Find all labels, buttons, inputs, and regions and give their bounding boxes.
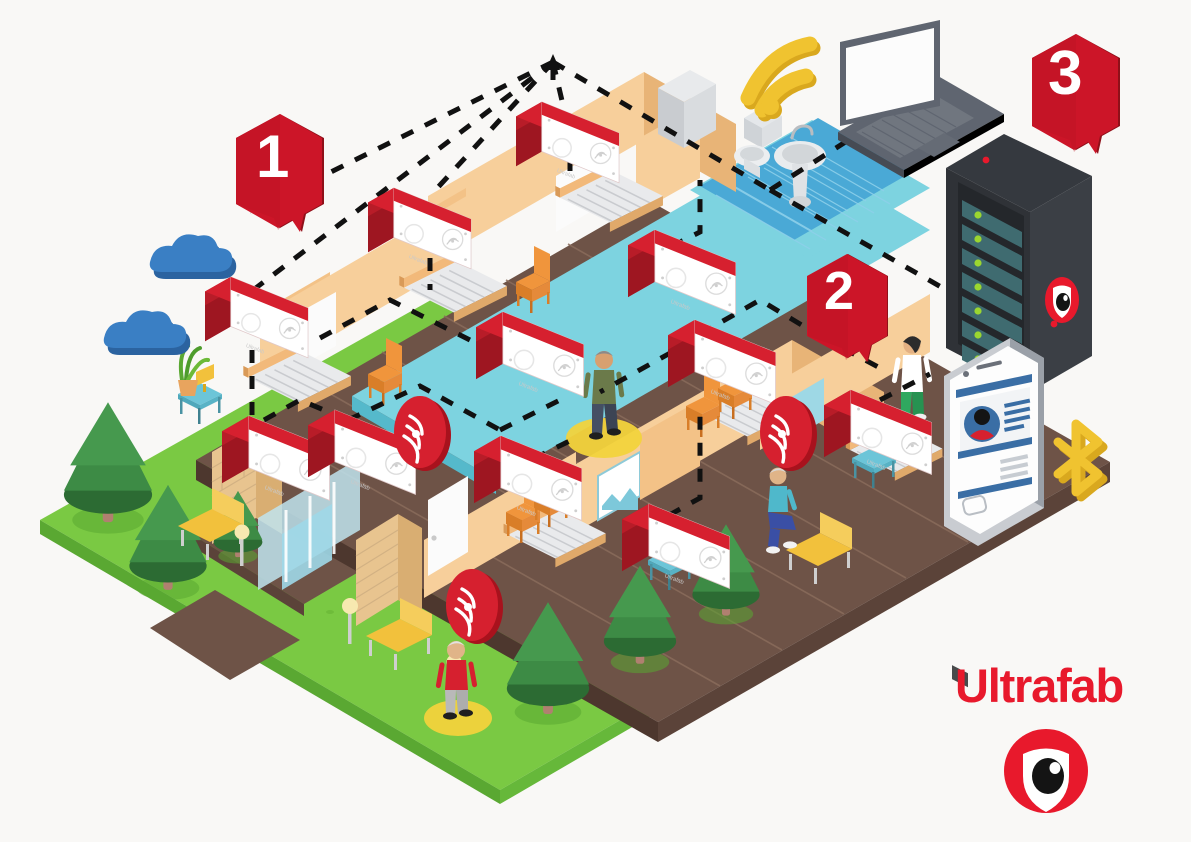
marker-1-shape xyxy=(236,114,324,232)
eye-in-shield-icon xyxy=(1004,729,1088,813)
smartphone-patient-app[interactable] xyxy=(944,338,1044,546)
lamp-post xyxy=(234,524,250,566)
lamp-post xyxy=(342,598,358,644)
brand-wordmark: Ultrafab xyxy=(955,659,1124,712)
pedestal-sink xyxy=(774,124,826,208)
eye-in-shield-logo xyxy=(1045,277,1079,323)
bedside-tables xyxy=(178,344,896,590)
person-walking-corridor xyxy=(566,351,642,458)
sensor-unit[interactable] xyxy=(204,276,309,359)
app-profile-card xyxy=(960,387,1031,455)
person-nurse xyxy=(891,336,933,423)
cloud-icon xyxy=(103,310,191,355)
bathroom-fixtures xyxy=(658,70,826,208)
server-rack[interactable] xyxy=(934,134,1112,688)
person-seated-patient xyxy=(766,467,797,554)
cloud-icon xyxy=(149,234,237,279)
laptop-dashboard[interactable] xyxy=(838,0,1004,178)
person-outdoor-resident xyxy=(424,641,492,736)
brand-logo xyxy=(1003,728,1089,814)
marker-2-shape xyxy=(807,254,888,362)
wifi-icon xyxy=(740,36,821,122)
brick-pillar-right xyxy=(355,514,422,626)
marker-3-shape xyxy=(1032,34,1120,154)
bathroom-cabinet xyxy=(658,70,716,148)
table-lamp xyxy=(196,364,214,392)
bluetooth-icon xyxy=(1053,419,1108,502)
potted-plant xyxy=(178,344,210,396)
server-led xyxy=(974,211,982,363)
